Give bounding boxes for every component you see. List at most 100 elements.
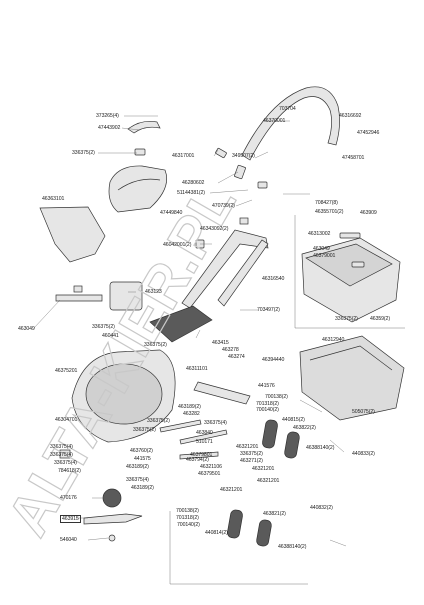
part-label: 336375(2) [92,324,115,330]
part-label: 703497(2) [257,307,280,313]
grass-bag [299,335,405,421]
part-label: 700140(2) [256,407,279,413]
wheel-3 [227,509,243,539]
part-label: 336375(2) [133,427,156,433]
part-label: 336375(2) [240,451,263,457]
catcher-lid [108,165,168,213]
part-label: 546040 [60,537,77,543]
part-label: 703704 [279,106,296,112]
part-label: 46375201 [55,368,78,374]
part-label: 463049 [313,246,330,252]
part-label: 46363101 [42,196,65,202]
rear-deflector [39,206,106,263]
part-label: 47452946 [357,130,380,136]
part-label: 336375(2) [72,150,95,156]
part-label: 336375(2) [144,342,167,348]
part-label: 463271(2) [240,458,263,464]
part-label: 440814(2) [205,530,228,536]
part-label: 46355701(2) [315,209,344,215]
part-label: 349507(2) [232,153,255,159]
part-label: 336375(2) [335,316,358,322]
part-label: 440833(2) [352,451,375,457]
part-label: 463794(2) [186,457,209,463]
part-label: 441575 [134,456,151,462]
part-label: 47458701 [342,155,365,161]
part-label: 463189(2) [126,464,149,470]
part-label: 700140(2) [177,522,200,528]
part-label: 463049 [18,326,35,332]
part-label: 336375(4) [50,452,73,458]
part-label: 463840 [196,430,213,436]
wheel-2 [284,431,300,459]
part-label: 463278 [222,347,239,353]
part-label: 700138(2) [265,394,288,400]
part-label: 440815(2) [282,417,305,423]
carry-handle [127,120,161,134]
part-label: 46280602 [182,180,205,186]
part-label: 46394440 [262,357,285,363]
part-label: 46321106 [200,464,222,470]
part-label: 336375(4) [204,420,227,426]
part-label: 46311101 [186,366,208,372]
part-label: 470739(2) [212,203,235,209]
part-label: 336375(4) [126,477,149,483]
part-label: 336375(4) [50,444,73,450]
part-label: 46370001 [263,118,286,124]
part-label: 336375(2) [147,418,170,424]
part-label: 460441 [102,333,119,339]
part-label: 510171 [196,439,213,445]
motor-cover [149,305,213,343]
part-label: 463822(2) [293,425,316,431]
part-label: 701318(2) [256,401,279,407]
part-label: 46316540 [262,276,285,282]
part-label: 46388140(2) [278,544,307,550]
part-label: 470176 [60,495,77,501]
part-label: 505075(2) [352,409,375,415]
part-label: 46317001 [172,153,195,159]
part-label: 463760(2) [130,448,153,454]
part-label: 463189(2) [131,485,154,491]
part-label: 46388140(2) [306,445,335,451]
part-label: 46316692 [339,113,362,119]
part-label: 46321201 [236,444,259,450]
part-label: 463274 [228,354,245,360]
part-label: 46312940 [322,337,345,343]
axle-bar-a [159,419,202,433]
part-label: 46304701 [55,417,78,423]
part-label-boxed: 463915 [60,515,81,523]
fan [102,488,122,508]
blade [83,513,143,525]
side-bar [55,294,103,302]
part-label: 47443902 [98,125,121,131]
part-label: 463415 [212,340,229,346]
wheel-1 [262,419,278,449]
part-label: 701318(2) [176,515,199,521]
part-label: 46379001 [313,253,336,259]
part-label: 46321201 [220,487,243,493]
part-label: 46343092(2) [200,226,229,232]
wheel-4 [256,519,272,547]
part-label: 46321201 [252,466,275,472]
part-label: 784618(2) [58,468,81,474]
part-label: 46379801 [190,452,213,458]
part-label: 440832(2) [310,505,333,511]
part-label: 46379501 [198,471,221,477]
part-label: 46042001(2) [163,242,192,248]
axle-bar-c [179,451,219,460]
part-label: 373265(4) [96,113,119,119]
rear-roller [193,381,251,405]
part-label: 336375(4) [54,460,77,466]
part-label: 463821(2) [263,511,286,517]
part-label: 463189(2) [178,404,201,410]
part-label: 463123 [145,289,162,295]
part-label: 441576 [258,383,275,389]
axle-bar-b [179,429,228,445]
motor [109,281,143,311]
upper-handle [241,86,340,161]
part-label: 47449840 [160,210,183,216]
part-label: 463909 [360,210,377,216]
part-label: 46359(2) [370,316,390,322]
part-label: 463282 [183,411,200,417]
